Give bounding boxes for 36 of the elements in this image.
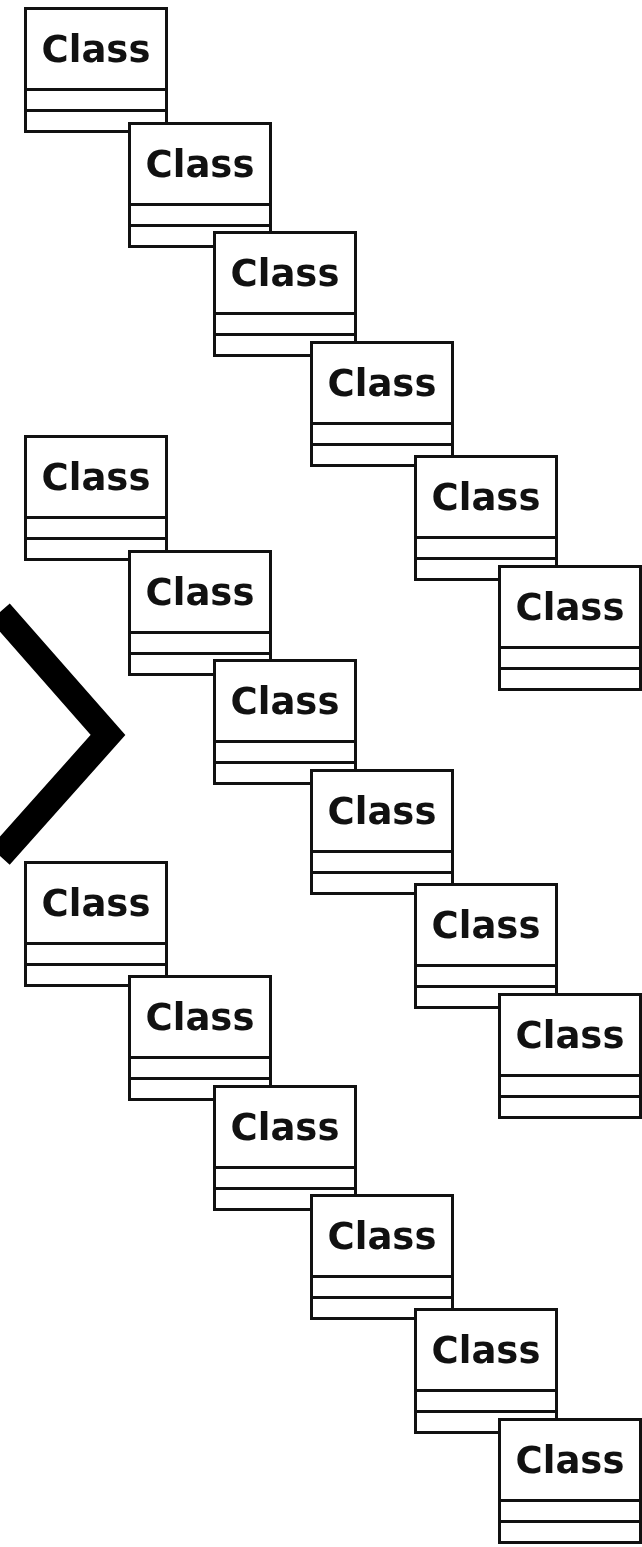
class-name: Class xyxy=(40,454,152,501)
class-box xyxy=(310,341,454,467)
class-name: Class xyxy=(144,569,256,616)
class-box xyxy=(498,565,642,691)
class-name: Class xyxy=(326,360,438,407)
class-box xyxy=(24,861,168,987)
class-name: Class xyxy=(229,1104,341,1151)
class-name: Class xyxy=(430,474,542,521)
class-name: Class xyxy=(514,1012,626,1059)
class-box xyxy=(128,975,272,1101)
class-box xyxy=(310,1194,454,1320)
class-box xyxy=(414,455,558,581)
class-box xyxy=(498,1418,642,1544)
class-box xyxy=(310,769,454,895)
class-box xyxy=(24,435,168,561)
class-name: Class xyxy=(430,1327,542,1374)
class-name: Class xyxy=(514,1437,626,1484)
class-name: Class xyxy=(430,902,542,949)
class-box xyxy=(414,1308,558,1434)
class-box xyxy=(24,7,168,133)
class-box xyxy=(128,550,272,676)
class-name: Class xyxy=(144,994,256,1041)
class-name: Class xyxy=(229,250,341,297)
class-name: Class xyxy=(144,141,256,188)
class-name: Class xyxy=(326,788,438,835)
class-name: Class xyxy=(229,678,341,725)
class-box xyxy=(213,231,357,357)
class-box xyxy=(414,883,558,1009)
class-name: Class xyxy=(326,1213,438,1260)
class-box xyxy=(213,1085,357,1211)
class-box xyxy=(128,122,272,248)
class-name: Class xyxy=(514,584,626,631)
class-name: Class xyxy=(40,880,152,927)
class-box xyxy=(213,659,357,785)
class-box xyxy=(498,993,642,1119)
class-name: Class xyxy=(40,26,152,73)
